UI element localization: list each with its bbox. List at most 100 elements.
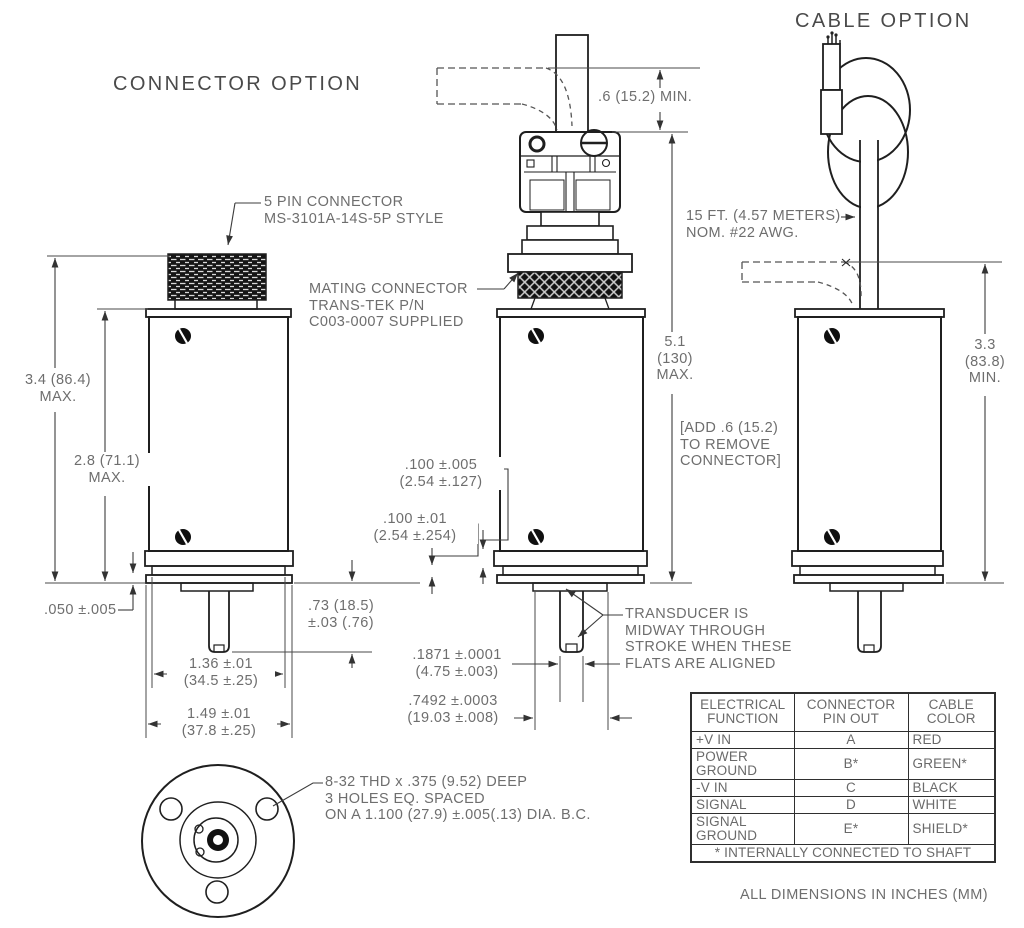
col-header-function: ELECTRICAL FUNCTION [690,692,795,732]
bottom-face-view [141,764,295,918]
shaft-tip-flat [565,643,578,653]
mounting-hole [205,880,229,904]
col-header-color: CABLE COLOR [907,692,996,732]
cell-pin: B* [793,747,909,780]
body-cap [794,308,945,318]
connector-collar [507,253,633,273]
pilot-boss [829,582,904,592]
remove-connector-note: [ADD .6 (15.2) TO REMOVE CONNECTOR] [680,420,782,469]
mating-connector-callout: MATING CONNECTOR TRANS-TEK P/N C003-0007… [309,281,468,330]
table-row: +V IN A RED [690,730,996,749]
connector-neck [540,211,600,227]
cable-option-view [741,31,945,653]
cell-function: SIGNAL [690,795,795,814]
mounting-flange-c [496,574,645,584]
dim-height-max: 3.4 (86.4) MAX. [12,372,104,405]
screw-icon [175,328,191,545]
mounting-hole [255,797,279,821]
mounting-flange-b [502,565,639,576]
table-row: SIGNAL GROUND E* SHIELD* [690,812,996,845]
dim-shaft-diameter: .1871 ±.0001 (4.75 ±.003) [402,647,512,680]
cell-color: RED [907,730,996,749]
cell-function: +V IN [690,730,795,749]
cell-function: SIGNAL GROUND [690,812,795,845]
table-row: SIGNAL D WHITE [690,795,996,814]
dim-gap-a: .100 ±.005 (2.54 ±.127) [378,457,504,490]
pilot-boss [532,582,608,592]
mounting-flange-c [145,574,293,584]
connector-barrel [526,225,614,241]
table-footnote-row: * INTERNALLY CONNECTED TO SHAFT [690,843,996,862]
transducer-body [797,316,942,552]
thread-holes-note: 8-32 THD x .375 (9.52) DEEP 3 HOLES EQ. … [325,774,591,823]
mounting-flange-c [793,574,944,584]
dim-base-width: 1.49 ±.01 (37.8 ±.25) [161,706,277,739]
clamp-screw [580,129,608,157]
bend-radius-dashed [436,67,573,131]
transducer-body [148,316,289,552]
dim-shaft-extension: .73 (18.5) ±.03 (.76) [306,598,377,631]
dim-body-max: 2.8 (71.1) MAX. [61,453,153,486]
body-cap [145,308,292,318]
mounting-hole [159,797,183,821]
dim-cable-height: 3.3 (83.8) MIN. [957,337,1013,387]
cell-pin: E* [793,812,909,845]
wire-sleeve [820,89,843,135]
cable [555,34,589,133]
dim-flats-width: .7492 ±.0003 (19.03 ±.008) [393,693,513,726]
table-footnote: * INTERNALLY CONNECTED TO SHAFT [690,843,996,862]
dim-total-height: 5.1 (130) MAX. [649,334,701,384]
bend-radius-dashed [741,261,862,307]
table-row: POWER GROUND B* GREEN* [690,747,996,780]
col-header-pinout: CONNECTOR PIN OUT [793,692,909,732]
cell-color: GREEN* [907,747,996,780]
output-shaft [857,591,882,653]
cable-length-callout: 15 FT. (4.57 METERS) NOM. #22 AWG. [686,208,841,241]
dim-gap-b: .100 ±.01 (2.54 ±.254) [352,511,478,544]
cell-pin: A [793,730,909,749]
wire-strands [826,31,841,44]
units-note: ALL DIMENSIONS IN INCHES (MM) [740,887,988,903]
dim-min-bend: .6 (15.2) MIN. [596,89,695,106]
mounting-flange-b [151,565,286,576]
dimension-annotations [45,67,1004,807]
connector-option-view [144,253,294,653]
transducer-midway-note: TRANSDUCER IS MIDWAY THROUGH STROKE WHEN… [625,606,792,672]
dim-bolt-spacing: 1.36 ±.01 (34.5 ±.25) [167,656,275,689]
pinout-table: ELECTRICAL FUNCTION CONNECTOR PIN OUT CA… [690,692,996,863]
inner-body-circle [179,801,257,879]
cell-color: BLACK [907,778,996,797]
pin-connector-callout: 5 PIN CONNECTOR MS-3101A-14S-5P STYLE [264,194,444,227]
wire-end [822,43,841,91]
cell-function: -V IN [690,778,795,797]
mating-connector-view [436,34,648,653]
transducer-body [499,316,644,552]
shaft-detail-ring [193,817,239,863]
output-shaft [208,591,230,653]
dim-flange-thickness: .050 ±.005 [42,602,119,619]
pilot-boss [180,582,254,592]
connector-option-title: CONNECTOR OPTION [113,73,363,95]
clamp-hole [528,135,546,153]
cell-pin: C [793,778,909,797]
screw-icon [824,328,840,545]
knurled-coupling-ring [517,271,623,299]
screw-icon [528,328,544,545]
connector-barrel-2 [521,239,619,255]
body-cap [496,308,646,318]
mounting-flange-b [799,565,936,576]
cell-pin: D [793,795,909,814]
cell-color: WHITE [907,795,996,814]
table-row: -V IN C BLACK [690,778,996,797]
mounting-flange-a [144,550,294,567]
output-shaft [559,591,584,653]
mounting-flange-a [791,550,944,567]
cable-option-title: CABLE OPTION [795,10,972,32]
outer-face [141,764,295,918]
mounting-flange-a [493,550,648,567]
cell-color: SHIELD* [907,812,996,845]
connector-neck [174,299,258,310]
threaded-connector [167,253,267,301]
